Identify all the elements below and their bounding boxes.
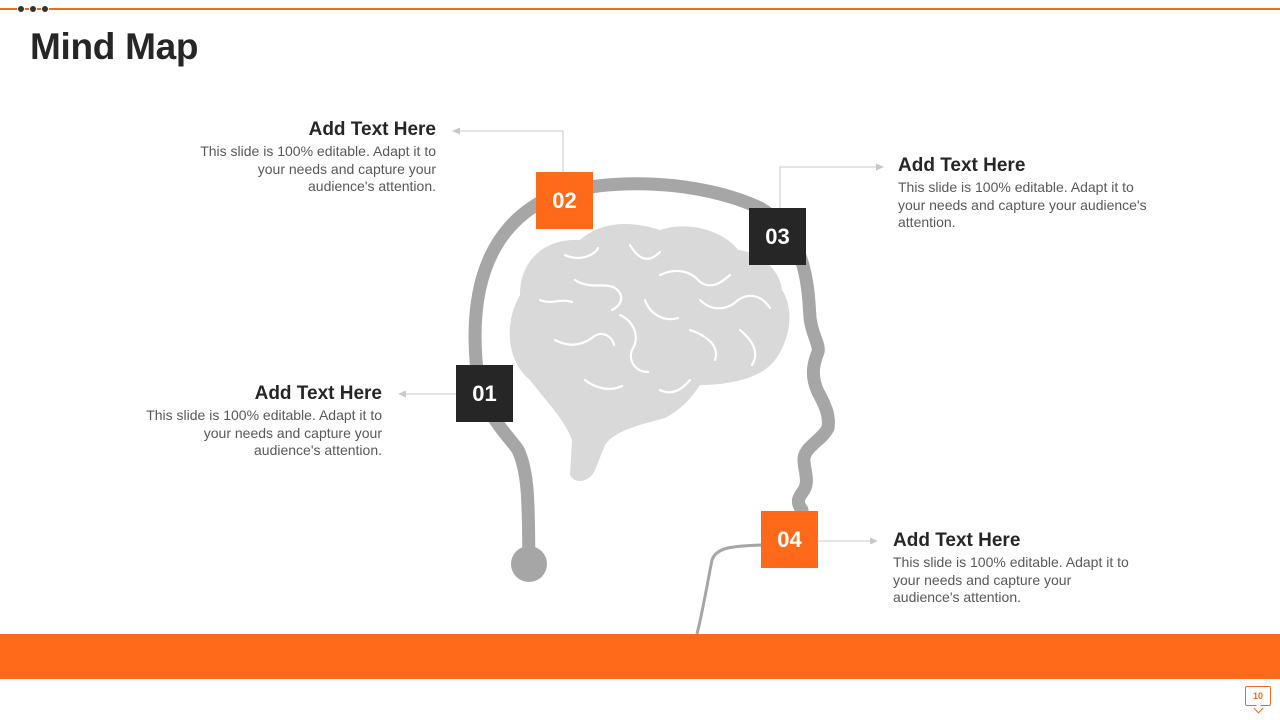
- callout-body: This slide is 100% editable. Adapt it to…: [200, 143, 436, 194]
- brain-icon: [509, 224, 790, 482]
- three-dots-icon: [17, 5, 53, 13]
- callout-body: This slide is 100% editable. Adapt it to…: [146, 407, 382, 458]
- badge-03: 03: [749, 208, 806, 265]
- callout-01: Add Text Here This slide is 100% editabl…: [140, 383, 382, 460]
- badge-04: 04: [761, 511, 818, 568]
- footer-bar: [0, 634, 1280, 679]
- callout-02: Add Text Here This slide is 100% editabl…: [194, 119, 436, 196]
- presentation-icon: 10: [1245, 686, 1271, 706]
- callout-heading: Add Text Here: [898, 155, 1026, 176]
- callout-body: This slide is 100% editable. Adapt it to…: [898, 179, 1147, 230]
- callout-03: Add Text Here This slide is 100% editabl…: [898, 155, 1160, 232]
- top-rule: [0, 8, 1280, 10]
- callout-heading: Add Text Here: [308, 119, 436, 140]
- badge-02: 02: [536, 172, 593, 229]
- slide-title: Mind Map: [30, 26, 199, 67]
- callout-heading: Add Text Here: [893, 530, 1021, 551]
- connector-lines: [404, 130, 878, 542]
- callout-04: Add Text Here This slide is 100% editabl…: [893, 530, 1133, 607]
- page-number: 10: [1252, 691, 1263, 701]
- callout-body: This slide is 100% editable. Adapt it to…: [893, 554, 1129, 605]
- badge-01: 01: [456, 365, 513, 422]
- callout-heading: Add Text Here: [254, 383, 382, 404]
